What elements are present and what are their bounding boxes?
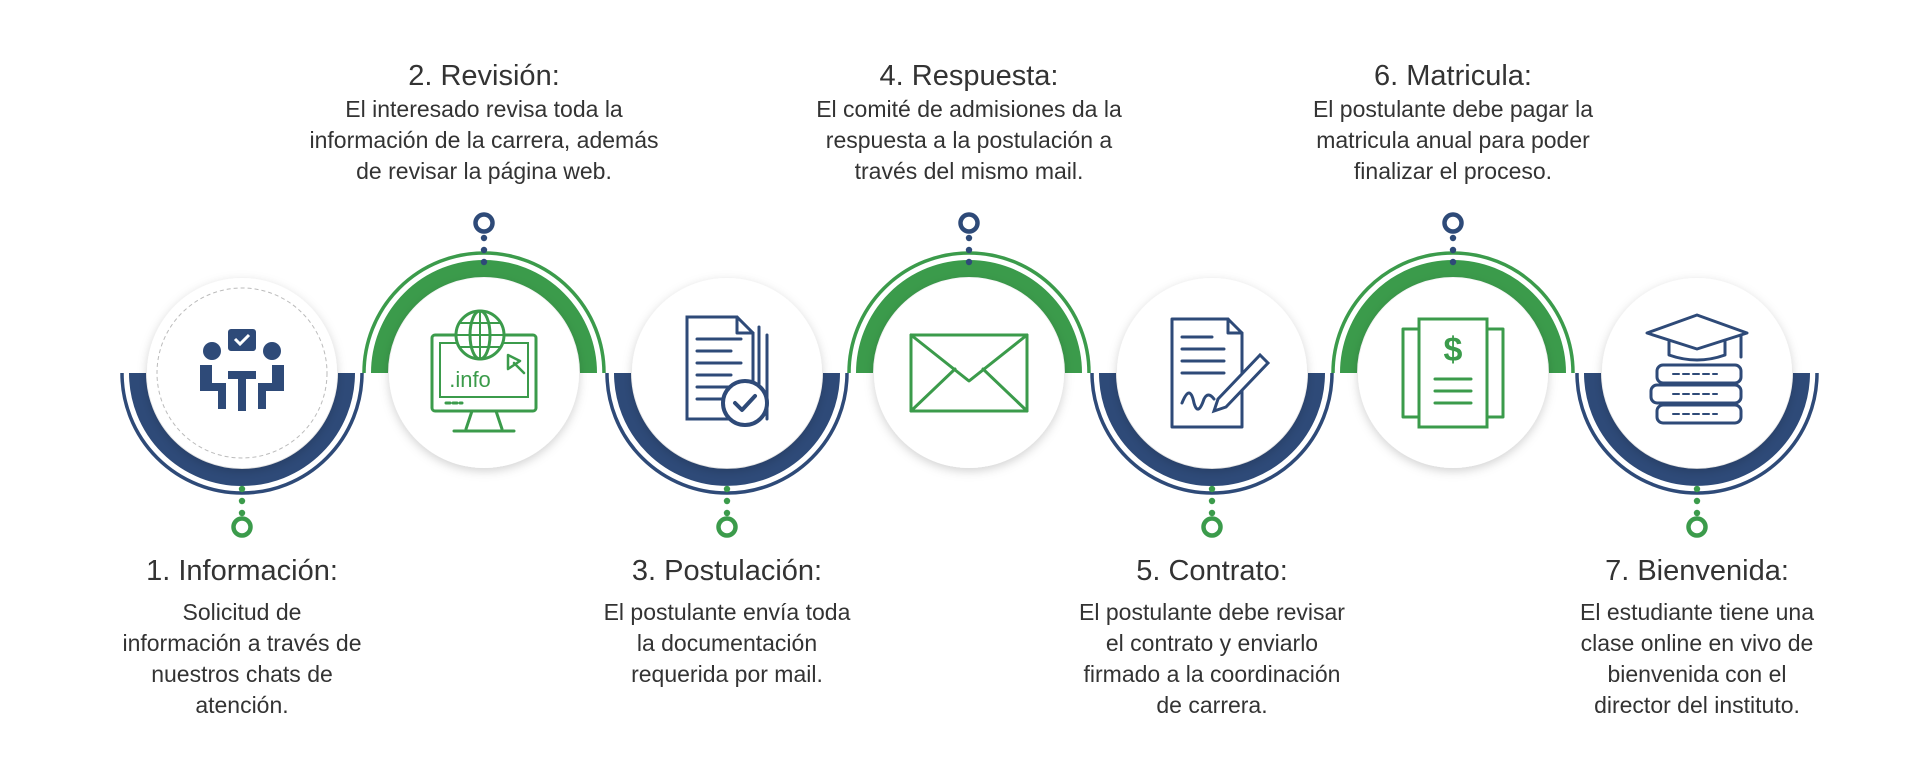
step-description-line: nuestros chats de — [151, 661, 333, 687]
step-6-text: 6. Matricula: El postulante debe pagar la… — [1273, 58, 1633, 187]
step-7 — [1575, 278, 1819, 538]
step-description-line: El estudiante tiene una — [1579, 599, 1814, 625]
step-title: 3. Postulación: — [631, 555, 823, 587]
step-2-text: 2. Revisión: El interesado revisa toda la… — [304, 58, 664, 187]
step-description-line: de carrera. — [1156, 692, 1268, 718]
documents-check-icon — [685, 315, 769, 427]
connector-dot — [1693, 485, 1701, 493]
bottom-arc — [371, 260, 597, 374]
info-label: .info — [449, 367, 491, 392]
connector-ring — [1201, 516, 1223, 538]
step-description-line: el contrato y enviarlo — [1105, 630, 1319, 656]
step-title: 7. Bienvenida: — [1605, 555, 1789, 587]
contract-signature-icon — [1170, 317, 1271, 429]
step-description-line: atención. — [195, 692, 289, 718]
connector-dot — [1693, 497, 1701, 505]
step-description-line: clase online en vivo de — [1580, 630, 1814, 656]
connector-ring — [1686, 516, 1708, 538]
step-description-line: información de la carrera, además — [309, 127, 659, 153]
connector-dot — [480, 258, 488, 266]
step-3 — [605, 278, 849, 538]
envelope-icon — [909, 333, 1029, 413]
step-description-line: bienvenida con el — [1607, 661, 1787, 687]
connector-dot — [480, 234, 488, 242]
connector-ring — [473, 212, 495, 234]
meeting-icon — [200, 329, 284, 411]
connector-ring — [958, 212, 980, 234]
step-6: $ — [1331, 212, 1575, 468]
connector-dot — [723, 509, 731, 517]
dashed-ring — [156, 287, 328, 459]
connector-dot — [480, 246, 488, 254]
step-4 — [847, 212, 1091, 468]
step-description-line: El postulante debe revisar — [1079, 599, 1345, 625]
connector-dot — [238, 485, 246, 493]
step-title: 6. Matricula: — [1374, 60, 1532, 92]
step-5 — [1090, 278, 1334, 538]
step-description-line: requerida por mail. — [631, 661, 823, 687]
connector-ring — [1442, 212, 1464, 234]
connector-dot — [1693, 509, 1701, 517]
top-arc — [129, 372, 355, 486]
step-description-line: información a través de — [122, 630, 362, 656]
connector-dot — [965, 246, 973, 254]
graduation-books-icon — [1645, 313, 1749, 425]
step-4-text: 4. Respuesta: El comité de admisiones da … — [789, 58, 1149, 187]
step-title: 4. Respuesta: — [879, 60, 1059, 92]
connector-dot — [1449, 234, 1457, 242]
top-arc — [1099, 372, 1325, 486]
step-description-line: El postulante debe pagar la — [1312, 96, 1594, 122]
connector-dot — [238, 497, 246, 505]
connector-dot — [1208, 497, 1216, 505]
connector-dot — [1449, 246, 1457, 254]
step-description-line: finalizar el proceso. — [1353, 158, 1553, 184]
step-title: 2. Revisión: — [408, 60, 560, 92]
top-arc — [614, 372, 840, 486]
connector-dot — [1449, 258, 1457, 266]
step-description-line: director del instituto. — [1594, 692, 1800, 718]
step-description-line: matricula anual para poder — [1316, 127, 1590, 153]
step-description-line: El interesado revisa toda la — [345, 96, 623, 122]
step-title: 5. Contrato: — [1136, 555, 1288, 587]
step-circle — [389, 278, 579, 468]
step-description-line: la documentación — [636, 630, 818, 656]
step-7-text: 7. Bienvenida: El estudiante tiene una cla… — [1517, 553, 1877, 721]
connector-ring — [231, 516, 253, 538]
connector-dot — [965, 258, 973, 266]
connector-dot — [238, 509, 246, 517]
step-description-line: respuesta a la postulación a — [825, 127, 1113, 153]
invoice-dollar-icon: $ — [1401, 317, 1505, 429]
step-description-line: firmado a la coordinación — [1083, 661, 1341, 687]
step-description-line: Solicitud de — [182, 599, 302, 625]
outer-arc-line — [605, 372, 849, 495]
outer-arc-line — [1575, 372, 1819, 495]
connector-dot — [1208, 509, 1216, 517]
top-arc — [1584, 372, 1810, 486]
step-5-text: 5. Contrato: El postulante debe revisar el… — [1032, 553, 1392, 721]
connector-dot — [965, 234, 973, 242]
step-title: 1. Información: — [146, 555, 338, 587]
connector-dot — [723, 485, 731, 493]
connector-dot — [1208, 485, 1216, 493]
step-description-line: través del mismo mail. — [854, 158, 1084, 184]
dollar-sign: $ — [1444, 331, 1463, 369]
step-1 — [120, 278, 364, 538]
step-2: .info — [362, 212, 606, 468]
bottom-arc — [856, 260, 1082, 374]
step-description-line: El postulante envía toda — [603, 599, 851, 625]
outer-arc-line — [1090, 372, 1334, 495]
step-circle — [874, 278, 1064, 468]
step-description-line: El comité de admisiones da la — [816, 96, 1122, 122]
step-1-text: 1. Información: Solicitud de información a… — [62, 553, 422, 721]
bottom-arc — [1340, 260, 1566, 374]
connector-dot — [723, 497, 731, 505]
computer-info-icon: .info — [430, 309, 538, 433]
step-3-text: 3. Postulación: El postulante envía toda l… — [547, 553, 907, 690]
outer-arc-line — [120, 372, 364, 495]
connector-ring — [716, 516, 738, 538]
step-description-line: de revisar la página web. — [356, 158, 612, 184]
